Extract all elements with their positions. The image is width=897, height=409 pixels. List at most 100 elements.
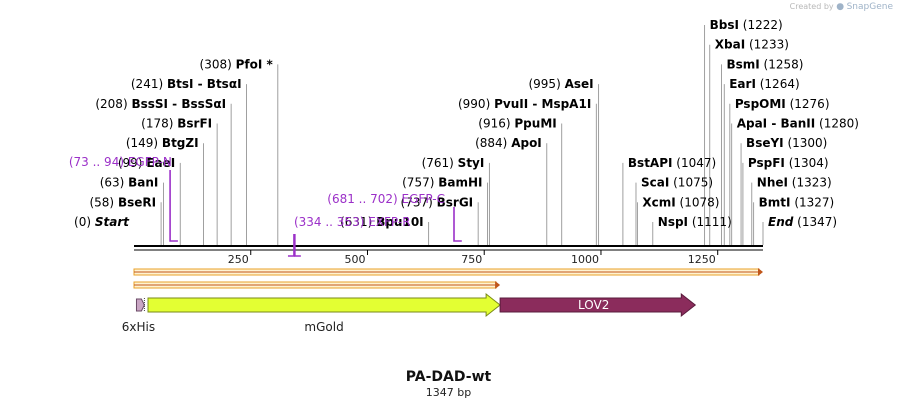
- map-title: PA-DAD-wt: [405, 369, 492, 385]
- site-label-bseyi: BseYI (1300): [746, 136, 827, 150]
- feature-label-6xhis: 6xHis: [122, 320, 155, 334]
- primer-label-egfp-n: (73 .. 94) EGFP-N: [69, 155, 172, 169]
- site-position: (1264): [756, 77, 800, 91]
- site-name: BmtI: [759, 195, 791, 209]
- site-label-xbai: XbaI (1233): [715, 38, 789, 52]
- site-name: BseYI: [746, 136, 784, 150]
- map-length: 1347 bp: [425, 386, 472, 399]
- feature-mgold: [147, 292, 501, 318]
- site-position: (208): [95, 97, 131, 111]
- site-label-bsrfi: (178) BsrFI: [141, 117, 212, 131]
- site-name: BstAPI: [628, 156, 673, 170]
- site-label-pspomi: PspOMI (1276): [735, 97, 830, 111]
- ruler-tick-label: 250: [228, 253, 249, 266]
- site-position: (1300): [784, 136, 828, 150]
- feature-label-mgold: mGold: [304, 320, 343, 334]
- site-label-bani: (63) BanI: [100, 176, 159, 190]
- site-position: (0): [74, 215, 95, 229]
- site-position: (149): [126, 136, 162, 150]
- site-label-start: (0) Start: [74, 215, 130, 229]
- site-label-eaei: (99) EaeI: [118, 156, 175, 170]
- site-name: BsrFI: [177, 117, 212, 131]
- site-label-bmti: BmtI (1327): [759, 195, 835, 209]
- site-name: ScaI: [641, 176, 669, 190]
- site-name: PspFI: [748, 156, 785, 170]
- site-name: End: [768, 215, 794, 229]
- watermark-brand: SnapGene: [846, 2, 893, 12]
- site-name: PvuII - MspA1I: [494, 97, 591, 111]
- site-position: (737): [401, 195, 437, 209]
- site-name: NspI: [658, 215, 688, 229]
- site-name: BbsI: [710, 18, 739, 32]
- site-position: (1258): [760, 57, 804, 71]
- site-position: (990): [458, 97, 494, 111]
- site-name: EarI: [729, 77, 756, 91]
- primer-label-exfp-r: (334 .. 353) EXFP-R: [294, 215, 411, 229]
- site-label-bsssi-bsss-i: (208) BssSI - BssSαI: [95, 97, 226, 111]
- site-position: (1327): [791, 195, 835, 209]
- site-label-bamhi: (757) BamHI: [402, 176, 482, 190]
- watermark-prefix: Created by: [789, 2, 834, 11]
- site-position: (241): [131, 77, 167, 91]
- site-position: (757): [402, 176, 438, 190]
- feature-label-lov2: LOV2: [578, 298, 609, 312]
- site-position: (761): [422, 156, 458, 170]
- site-label-apai-banii: ApaI - BanII (1280): [737, 117, 859, 131]
- site-position: (63): [100, 176, 128, 190]
- primer-arrow-egfp-c: [453, 207, 462, 242]
- ruler-tick-label: 750: [461, 253, 482, 266]
- site-name: PfoI *: [236, 57, 274, 71]
- site-label-nspi: NspI (1111): [658, 215, 732, 229]
- site-position: (1075): [669, 176, 713, 190]
- site-label-scai: ScaI (1075): [641, 176, 713, 190]
- site-name: AseI: [565, 77, 594, 91]
- site-position: (1347): [793, 215, 837, 229]
- site-position: (308): [200, 57, 236, 71]
- site-leaders: [160, 25, 764, 245]
- orfs: [133, 268, 763, 289]
- site-position: (631): [340, 215, 376, 229]
- site-position: (1111): [688, 215, 732, 229]
- primer-name: EGFP-N: [128, 155, 172, 169]
- site-position: (58): [89, 195, 117, 209]
- feature-lov2: [499, 292, 697, 318]
- primer-arrow-exfp-r-right: [294, 234, 301, 257]
- site-name: PspOMI: [735, 97, 786, 111]
- site-position: (1304): [785, 156, 829, 170]
- primer-name: EGFP-C: [402, 192, 445, 206]
- site-name: XbaI: [715, 38, 745, 52]
- site-label-bstapi: BstAPI (1047): [628, 156, 716, 170]
- site-label-eari: EarI (1264): [729, 77, 799, 91]
- site-position: (1323): [788, 176, 832, 190]
- site-position: (1078): [676, 195, 720, 209]
- site-label-pvuii-mspa1i: (990) PvuII - MspA1I: [458, 97, 591, 111]
- snapgene-logo-icon: ●: [836, 2, 845, 12]
- site-label-asei: (995) AseI: [528, 77, 593, 91]
- feature-6xhis: [135, 298, 145, 312]
- ruler-tick-label: 1250: [688, 253, 716, 266]
- site-label-xcmi: XcmI (1078): [642, 195, 719, 209]
- ruler-tick-label: 1000: [571, 253, 599, 266]
- features: 6xHis mGold LOV2: [122, 292, 697, 334]
- site-name: NheI: [757, 176, 788, 190]
- snapgene-watermark: Created by ● SnapGene: [790, 2, 893, 12]
- site-name: XcmI: [642, 195, 675, 209]
- site-position: (99): [118, 156, 146, 170]
- site-position: (1233): [745, 38, 789, 52]
- site-name: Bpu10I: [376, 215, 423, 229]
- site-label-bsmi: BsmI (1258): [726, 57, 803, 71]
- site-name: BsrGI: [437, 195, 474, 209]
- site-name: BanI: [128, 176, 158, 190]
- site-name: ApoI: [511, 136, 542, 150]
- site-label-pfoi: (308) PfoI *: [200, 57, 274, 71]
- site-label-apoi: (884) ApoI: [475, 136, 542, 150]
- site-name: BtgZI: [162, 136, 199, 150]
- site-position: (884): [475, 136, 511, 150]
- site-label-ppumi: (916) PpuMI: [478, 117, 556, 131]
- site-name: StyI: [458, 156, 485, 170]
- site-label-styi: (761) StyI: [422, 156, 485, 170]
- site-name: BssSI - BssSαI: [131, 97, 226, 111]
- primers: (73 .. 94) EGFP-N(334 .. 353) EXFP-R(681…: [69, 155, 462, 257]
